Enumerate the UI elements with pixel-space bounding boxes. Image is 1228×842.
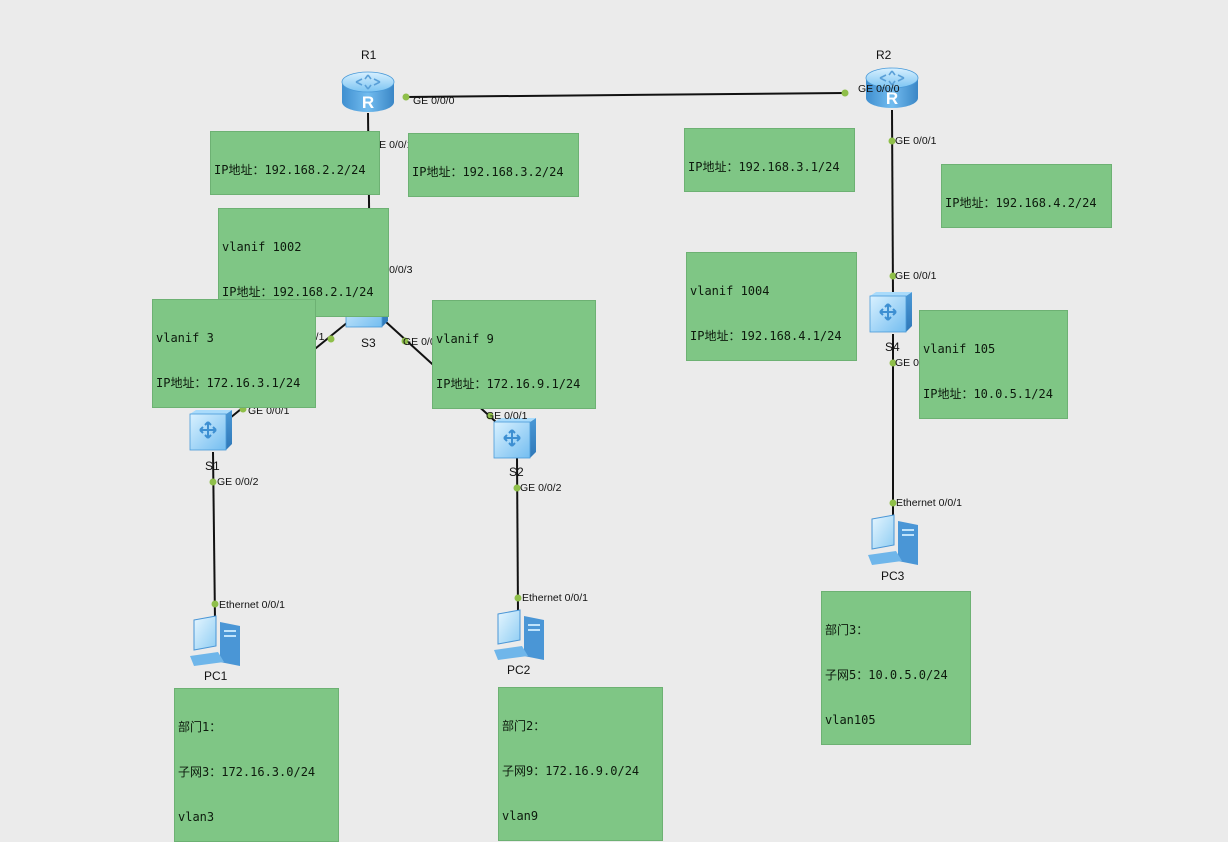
note-line: vlanif 1004 [690, 284, 770, 298]
note-line: IP地址：192.168.2.2/24 [214, 163, 366, 177]
note-line: vlanif 9 [436, 332, 494, 346]
note-line: vlanif 105 [923, 342, 996, 356]
port-label: GE 0/0/2 [217, 476, 259, 488]
svg-text:R: R [362, 93, 374, 112]
port-label: GE 0/0/0 [858, 83, 900, 95]
ip-note-r1-ge001[interactable]: IP地址：192.168.2.2/24 [210, 131, 380, 195]
port-label: GE 0/0/1 [486, 410, 528, 422]
note-line: 子网5：10.0.5.0/24 [825, 668, 948, 682]
switch-icon[interactable] [493, 418, 536, 459]
port-dot [513, 484, 521, 492]
ip-note-r1-ge000[interactable]: IP地址：192.168.3.2/24 [408, 133, 579, 197]
note-line: vlanif 3 [156, 331, 214, 345]
note-line: vlan9 [502, 809, 539, 823]
pc-icon[interactable] [868, 514, 918, 565]
port-label: GE 0/0/1 [895, 135, 937, 147]
note-line: IP地址：172.16.9.1/24 [436, 377, 581, 391]
link-r1-r2[interactable] [405, 92, 846, 98]
port-label: GE 0/0/1 [371, 139, 413, 151]
note-line: 子网3：172.16.3.0/24 [178, 765, 316, 779]
note-line: IP地址：192.168.4.2/24 [945, 196, 1097, 210]
device-label-s4: S4 [885, 340, 900, 354]
vlanif-note-1004[interactable]: vlanif 1004 IP地址：192.168.4.1/24 [686, 252, 857, 361]
pc-icon[interactable] [190, 615, 240, 666]
topology-canvas: R R [189, 67, 919, 666]
note-line: IP地址：192.168.2.1/24 [222, 285, 374, 299]
device-label-pc1: PC1 [204, 669, 228, 683]
link-s1-pc1[interactable] [212, 451, 216, 621]
dept-note-3[interactable]: 部门3： 子网5：10.0.5.0/24 vlan105 [821, 591, 971, 745]
port-label: GE 0/0/0 [413, 95, 455, 107]
port-dot [841, 89, 849, 97]
vlanif-note-1002[interactable]: vlanif 1002 IP地址：192.168.2.1/24 [218, 208, 389, 317]
port-label: Ethernet 0/0/1 [219, 599, 285, 611]
port-dot [211, 600, 219, 608]
port-dot [514, 594, 522, 602]
device-label-r2: R2 [876, 48, 892, 62]
note-line: IP地址：10.0.5.1/24 [923, 387, 1053, 401]
device-label-s1: S1 [205, 459, 220, 473]
vlanif-note-3[interactable]: vlanif 3 IP地址：172.16.3.1/24 [152, 299, 316, 408]
note-line: 部门1： [178, 720, 222, 734]
link-s2-pc2[interactable] [516, 457, 519, 613]
dept-note-2[interactable]: 部门2： 子网9：172.16.9.0/24 vlan9 [498, 687, 663, 841]
note-line: vlan3 [178, 810, 215, 824]
port-dot [401, 337, 409, 345]
device-label-pc2: PC2 [507, 663, 531, 677]
router-icon[interactable]: R [341, 71, 395, 112]
port-dot [888, 137, 896, 145]
ip-note-r2-ge000[interactable]: IP地址：192.168.3.1/24 [684, 128, 855, 192]
device-label-s2: S2 [509, 465, 524, 479]
note-line: 子网9：172.16.9.0/24 [502, 764, 640, 778]
note-line: IP地址：192.168.3.2/24 [412, 165, 564, 179]
device-label-r1: R1 [361, 48, 377, 62]
dept-note-1[interactable]: 部门1： 子网3：172.16.3.0/24 vlan3 [174, 688, 339, 842]
port-dot [889, 272, 897, 280]
port-dot [209, 478, 217, 486]
router-icon[interactable]: R [865, 67, 919, 108]
note-line: IP地址：172.16.3.1/24 [156, 376, 301, 390]
vlanif-note-105[interactable]: vlanif 105 IP地址：10.0.5.1/24 [919, 310, 1068, 419]
switch-icon[interactable] [189, 410, 232, 451]
port-label: GE 0/0/1 [248, 405, 290, 417]
device-label-pc3: PC3 [881, 569, 905, 583]
device-label-s3: S3 [361, 336, 376, 350]
port-dot [889, 359, 897, 367]
port-label: GE 0/0/1 [895, 270, 937, 282]
port-dot [889, 499, 897, 507]
port-label: Ethernet 0/0/1 [896, 497, 962, 509]
pc-icon[interactable] [494, 609, 544, 660]
port-dot [402, 93, 410, 101]
note-line: IP地址：192.168.4.1/24 [690, 329, 842, 343]
svg-text:R: R [886, 89, 898, 108]
ip-note-r2-ge001[interactable]: IP地址：192.168.4.2/24 [941, 164, 1112, 228]
port-dot [327, 335, 335, 343]
note-line: vlanif 1002 [222, 240, 302, 254]
vlanif-note-9[interactable]: vlanif 9 IP地址：172.16.9.1/24 [432, 300, 596, 409]
port-label: Ethernet 0/0/1 [522, 592, 588, 604]
switch-icon[interactable] [869, 292, 912, 333]
port-label: GE 0/0/2 [520, 482, 562, 494]
note-line: 部门3： [825, 623, 869, 637]
note-line: IP地址：192.168.3.1/24 [688, 160, 840, 174]
port-dot [486, 412, 494, 420]
note-line: vlan105 [825, 713, 876, 727]
note-line: 部门2： [502, 719, 546, 733]
